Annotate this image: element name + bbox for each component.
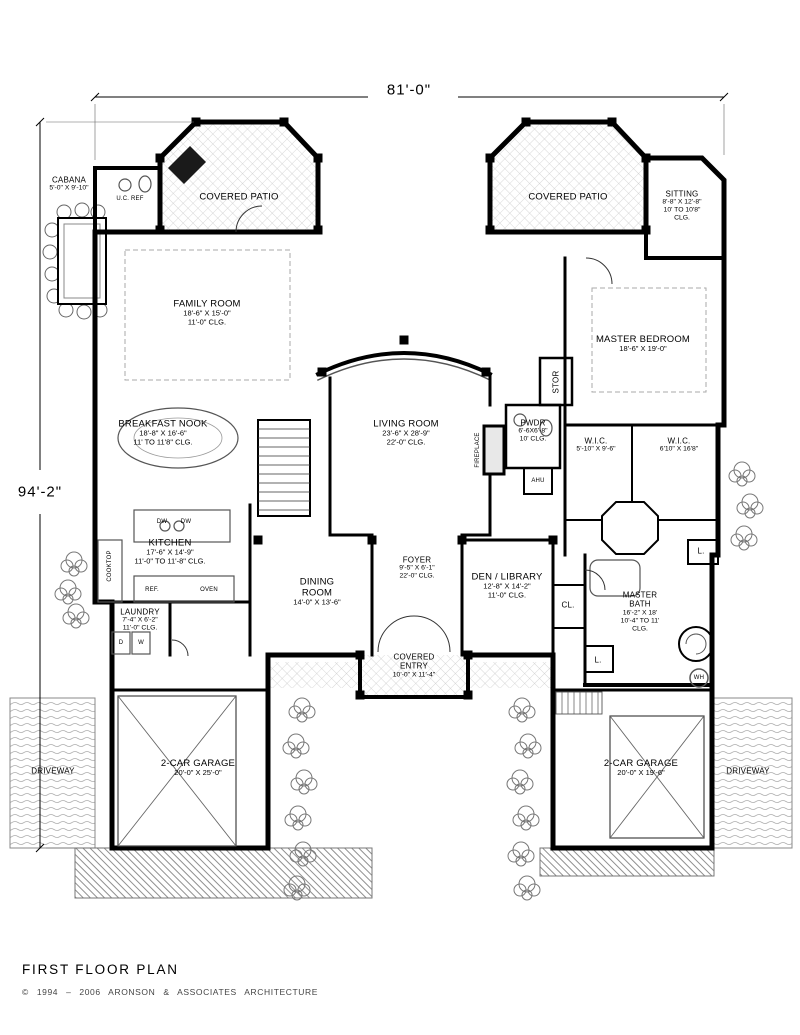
- room-label-cabana: CABANA 5'-0" X 9'-10": [49, 175, 89, 192]
- appliance-label-ahu: AHU: [531, 478, 545, 484]
- room-label-master-bath: MASTER BATH 16'-2" X 18' 10'-4" TO 11' C…: [620, 590, 660, 633]
- room-label-den-library: DEN / LIBRARY 12'-8" X 14'-2" 11'-0" CLG…: [471, 571, 543, 600]
- room-label-kitchen: KITCHEN 17'-6" X 14'-9" 11'-0" TO 11'-8"…: [134, 537, 206, 566]
- paved-areas: [160, 122, 646, 697]
- room-label-breakfast-nook: BREAKFAST NOOK 18'-8" X 16'-6" 11' TO 11…: [118, 418, 208, 447]
- room-label-linen-1: L.: [697, 546, 705, 556]
- appliance-label-dw-1: DW: [156, 519, 168, 525]
- room-label-linen-2: L.: [594, 655, 602, 665]
- dimension-lines: [35, 92, 729, 853]
- site-hatching: [9, 697, 793, 899]
- room-label-foyer: FOYER 9'-5" X 6'-1" 22'-0" CLG.: [399, 555, 435, 580]
- overall-depth-dimension: 94'-2": [14, 483, 66, 501]
- patio-corner-fireplace: [168, 146, 206, 184]
- overall-width-dimension: 81'-0": [383, 81, 435, 99]
- plan-title: FIRST FLOOR PLAN: [22, 962, 179, 977]
- room-label-laundry: LAUNDRY 7'-4" X 6'-2" 11'-0" CLG.: [120, 607, 160, 632]
- appliance-label-ref: REF.: [145, 587, 159, 593]
- room-label-family-room: FAMILY ROOM 18'-6" X 15'-0" 11'-0" CLG.: [173, 298, 241, 327]
- door-swings: [171, 205, 613, 657]
- room-label-living-room: LIVING ROOM 23'-6" X 28'-9" 22'-0" CLG.: [373, 418, 439, 447]
- walls: [92, 119, 727, 851]
- columns: [155, 117, 651, 700]
- room-label-garage-right: 2-CAR GARAGE 20'-0" X 19'-6": [603, 757, 679, 778]
- room-label-powder: PWDR 6'-6X6'-8" 10' CLG.: [518, 418, 548, 443]
- appliance-label-oven: OVEN: [200, 587, 218, 593]
- appliance-label-cooktop: COOKTOP: [107, 550, 113, 582]
- room-label-covered-patio-left: COVERED PATIO: [199, 191, 279, 203]
- staircase: [257, 419, 311, 517]
- room-label-driveway-left: DRIVEWAY: [31, 766, 75, 776]
- room-label-covered-entry: COVERED ENTRY 10'-0" X 11'-4": [392, 652, 436, 679]
- appliance-label-uc-ref: U.C. REF: [116, 196, 144, 202]
- bedroom-ceiling-tray: [591, 287, 707, 393]
- appliance-label-water-heater: WH: [693, 675, 705, 681]
- appliance-label-fireplace: FIREPLACE: [475, 432, 481, 468]
- appliance-label-washer: W: [138, 640, 144, 646]
- room-label-storage: STOR: [551, 370, 561, 394]
- room-label-closet: CL.: [561, 600, 575, 610]
- room-label-driveway-right: DRIVEWAY: [726, 766, 770, 776]
- room-label-sitting: SITTING 8'-8" X 12'-8" 10' TO 10'8" CLG.: [662, 189, 702, 222]
- family-room-ceiling-tray: [124, 249, 291, 381]
- room-label-wic-right: W.I.C. 6'10" X 16'8": [659, 436, 699, 453]
- copyright-text: © 1994 – 2006 ARONSON & ASSOCIATES ARCHI…: [22, 987, 319, 997]
- room-label-wic-left: W.I.C. 5'-10" X 9'-6": [576, 436, 616, 453]
- room-label-garage-left: 2-CAR GARAGE 20'-0" X 25'-0": [160, 757, 236, 778]
- appliance-label-dw-2: DW: [180, 519, 192, 525]
- room-label-covered-patio-right: COVERED PATIO: [528, 191, 608, 203]
- fixtures: [97, 175, 714, 847]
- room-label-master-bedroom: MASTER BEDROOM 18'-6" X 19'-0": [595, 333, 691, 354]
- appliance-label-dryer: D: [118, 640, 124, 646]
- room-label-dining-room: DINING ROOM 14'-0" X 13'-6": [293, 576, 341, 607]
